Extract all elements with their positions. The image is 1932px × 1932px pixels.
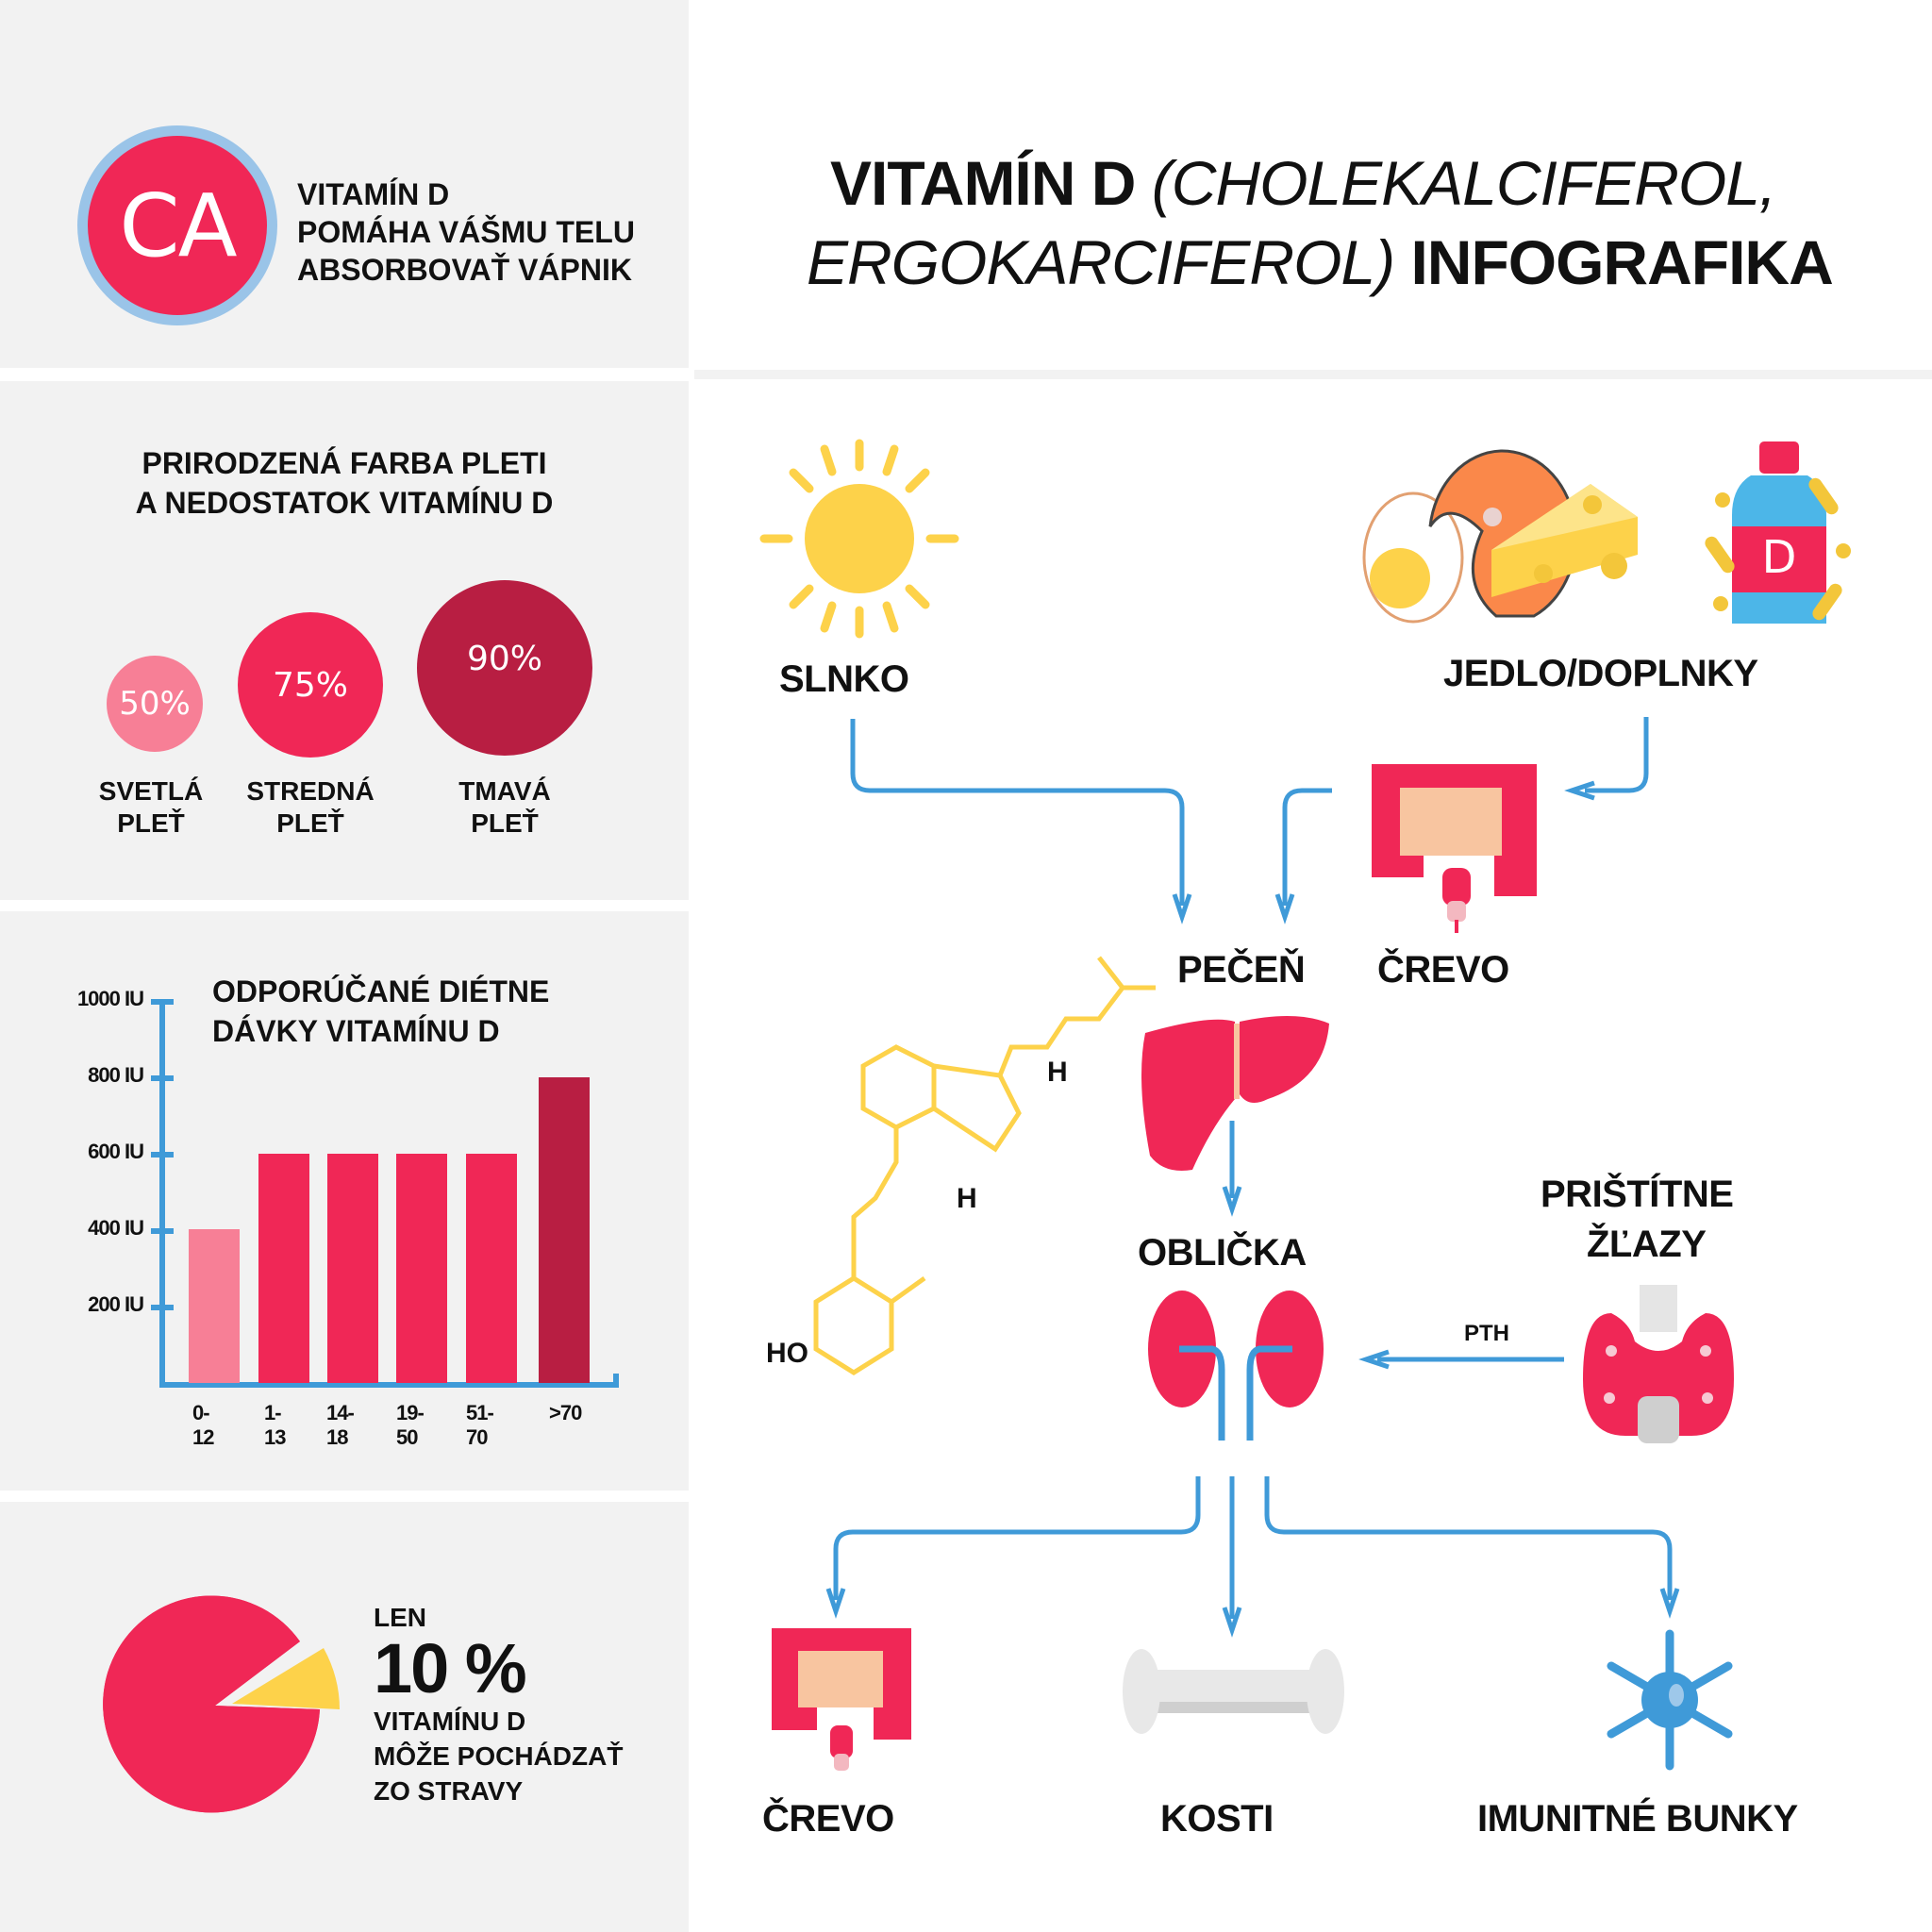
y-axis-labels: 1000 IU 800 IU 600 IU 400 IU 200 IU — [76, 987, 144, 1316]
liver-icon — [1141, 1015, 1329, 1171]
skin-bubble-light: 50% — [107, 656, 203, 752]
thyroid-icon — [1583, 1285, 1734, 1443]
gut-bottom-label: ČREVO — [762, 1798, 894, 1840]
food-label: JEDLO/DOPLNKY — [1443, 653, 1758, 694]
vitamin-d-molecule-icon — [813, 956, 1156, 1375]
kidney-icon — [1148, 1291, 1324, 1441]
parathyroid-label-2: ŽĽAZY — [1587, 1224, 1707, 1265]
gut-top-label: ČREVO — [1377, 949, 1509, 991]
pth-label: PTH — [1464, 1321, 1509, 1346]
immune-cell-icon — [1607, 1629, 1733, 1771]
parathyroid-label-1: PRIŠTÍTNE — [1541, 1174, 1734, 1215]
skin-bubble-dark: 90% — [417, 580, 592, 756]
calcium-badge-text: CA — [119, 175, 237, 276]
liver-label: PEČEŇ — [1177, 949, 1306, 991]
molecule-ho: HO — [766, 1338, 808, 1369]
page-title-line-1: VITAMÍN D (CHOLEKALCIFEROL, — [830, 148, 1776, 218]
molecule-h2: H — [957, 1183, 977, 1214]
skin-label-dark: TMAVÁ PLEŤ — [458, 776, 551, 838]
dose-title: ODPORÚČANÉ DIÉTNE DÁVKY VITAMÍNU D — [212, 974, 550, 1048]
skin-title: PRIRODZENÁ FARBA PLETI A NEDOSTATOK VITA… — [135, 446, 554, 520]
supplement-bottle-icon — [1705, 441, 1851, 624]
skin-label-medium: STREDNÁ PLEŤ — [246, 776, 375, 838]
diet-text: LEN 10 % VITAMÍNU D MÔŽE POCHÁDZAŤ ZO ST… — [374, 1603, 624, 1806]
calcium-text: VITAMÍN D POMÁHA VÁŠMU TELU ABSORBOVAŤ V… — [297, 177, 635, 287]
dose-bar-chart — [151, 999, 619, 1388]
supplement-letter: D — [1761, 531, 1797, 584]
kidney-label: OBLIČKA — [1138, 1232, 1307, 1274]
calcium-badge-inner: CA — [88, 136, 267, 315]
skin-label-light: SVETLÁ PLEŤ — [98, 776, 204, 838]
sun-label: SLNKO — [779, 658, 909, 700]
diet-pie-chart — [103, 1595, 340, 1813]
header-divider — [694, 370, 1932, 379]
page-title-line-2: ERGOKARCIFEROL) INFOGRAFIKA — [807, 227, 1834, 297]
sun-icon — [759, 439, 959, 639]
bones-label: KOSTI — [1160, 1798, 1274, 1840]
immune-label: IMUNITNÉ BUNKY — [1477, 1798, 1798, 1840]
intestine-bottom-icon — [772, 1628, 911, 1771]
food-icon — [1362, 449, 1638, 624]
molecule-h1: H — [1047, 1057, 1068, 1088]
bone-icon — [1123, 1649, 1344, 1734]
skin-bubble-medium: 75% — [238, 612, 383, 758]
intestine-icon — [1372, 764, 1537, 933]
